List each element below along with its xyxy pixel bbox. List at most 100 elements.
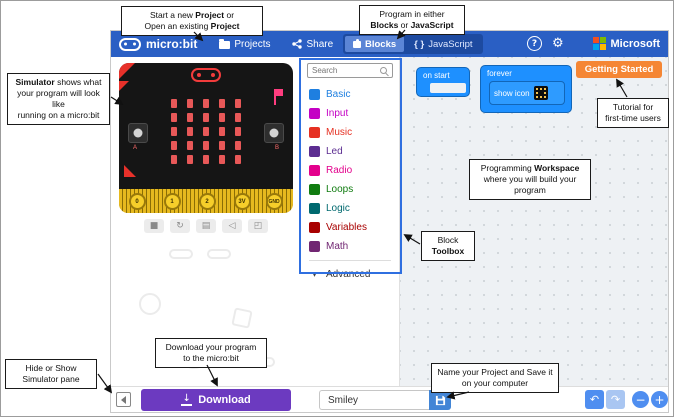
led[interactable] [235,127,241,136]
led[interactable] [219,141,225,150]
block-toolbox: Basic Input Music Led Radio Loops Logic … [301,57,400,386]
led[interactable] [171,99,177,108]
zoom-out-button[interactable]: − [632,391,649,408]
led[interactable] [171,155,177,164]
pin-3v[interactable]: 3V [233,193,251,210]
save-button[interactable] [429,390,451,410]
download-button[interactable]: ↓ Download [141,389,291,411]
restart-icon[interactable]: ↻ [170,219,190,233]
redo-button[interactable]: ↷ [606,390,625,409]
background-doodle [207,249,231,259]
button-a[interactable] [128,123,148,143]
background-doodle [231,307,253,329]
on-start-label: on start [423,71,450,80]
led[interactable] [187,113,193,122]
led[interactable] [219,113,225,122]
led[interactable] [235,113,241,122]
led[interactable] [171,127,177,136]
led[interactable] [203,99,209,108]
microbit-brand: micro:bit [119,37,197,51]
forever-block[interactable]: forever show icon [480,65,572,113]
zoom-in-button[interactable]: + [651,391,668,408]
simulator-panel: A B 0 1 2 3V GND ■ ↻ ▤ ◁ ◰ [111,57,301,386]
blocks-tab[interactable]: Blocks [345,36,405,52]
toolbox-category-led[interactable]: Led [301,142,399,161]
toolbox-category-math[interactable]: Math [301,237,399,256]
microbit-board: A B 0 1 2 3V GND [119,63,293,213]
project-name-input[interactable] [319,390,429,410]
folder-icon [219,39,231,49]
toolbox-category-variables[interactable]: Variables [301,218,399,237]
board-decoration [274,89,283,105]
led[interactable] [219,99,225,108]
led[interactable] [187,141,193,150]
toolbox-category-loops[interactable]: Loops [301,180,399,199]
pin-gnd[interactable]: GND [265,193,283,210]
projects-button[interactable]: Projects [219,39,270,50]
search-input[interactable] [308,66,374,75]
stop-icon[interactable]: ■ [144,219,164,233]
led[interactable] [235,141,241,150]
bottom-bar: ↓ Download ↶ ↷ − + [111,386,668,412]
share-button[interactable]: Share [292,39,333,50]
led[interactable] [187,155,193,164]
background-doodle [169,249,193,259]
led[interactable] [203,127,209,136]
javascript-tab[interactable]: { } JavaScript [406,36,480,52]
led[interactable] [219,155,225,164]
toolbox-category-logic[interactable]: Logic [301,199,399,218]
led[interactable] [203,141,209,150]
arrow-to-collapse [97,373,113,394]
toolbox-category-radio[interactable]: Radio [301,161,399,180]
led-icon-preview[interactable] [533,86,548,100]
share-label: Share [306,38,334,50]
music-category-icon [309,127,320,138]
toolbox-category-advanced[interactable]: ▾Advanced [301,265,399,284]
microsoft-logo[interactable]: Microsoft [592,37,660,50]
led[interactable] [171,141,177,150]
show-icon-label: show icon [494,88,530,98]
help-icon[interactable]: ? [527,36,542,51]
pin-2[interactable]: 2 [198,193,216,210]
led[interactable] [187,99,193,108]
on-start-block[interactable]: on start [416,67,470,97]
button-b[interactable] [264,123,284,143]
blocks-tab-label: Blocks [365,38,397,50]
programming-workspace[interactable]: Getting Started on start forever show ic… [400,57,668,386]
debug-icon[interactable]: ▤ [196,219,216,233]
led[interactable] [235,155,241,164]
toolbox-category-music[interactable]: Music [301,123,399,142]
radio-category-icon [309,165,320,176]
led-matrix [171,99,241,164]
collapse-simulator-icon[interactable] [116,392,131,407]
brand-name: micro:bit [146,37,198,51]
led[interactable] [235,99,241,108]
puzzle-icon [353,38,361,48]
undo-button[interactable]: ↶ [585,390,604,409]
led[interactable] [203,155,209,164]
pin-1[interactable]: 1 [163,193,181,210]
button-b-label: B [274,145,279,151]
search-icon [380,67,387,74]
button-a-label: A [133,145,138,151]
pin-0[interactable]: 0 [128,193,146,210]
led[interactable] [219,127,225,136]
led[interactable] [187,127,193,136]
language-toggle: Blocks { } JavaScript [343,34,483,54]
getting-started-button[interactable]: Getting Started [576,61,662,78]
mute-icon[interactable]: ◁ [222,219,242,233]
toolbox-category-input[interactable]: Input [301,104,399,123]
toolbox-category-basic[interactable]: Basic [301,85,399,104]
show-icon-block[interactable]: show icon [489,81,565,105]
fullscreen-icon[interactable]: ◰ [248,219,268,233]
gear-icon[interactable]: ⚙ [552,36,564,51]
led[interactable] [203,113,209,122]
led[interactable] [171,113,177,122]
board-decoration [119,63,135,79]
app-header: micro:bit Projects Share Blocks { } Java… [111,31,668,57]
board-decoration [119,81,129,91]
